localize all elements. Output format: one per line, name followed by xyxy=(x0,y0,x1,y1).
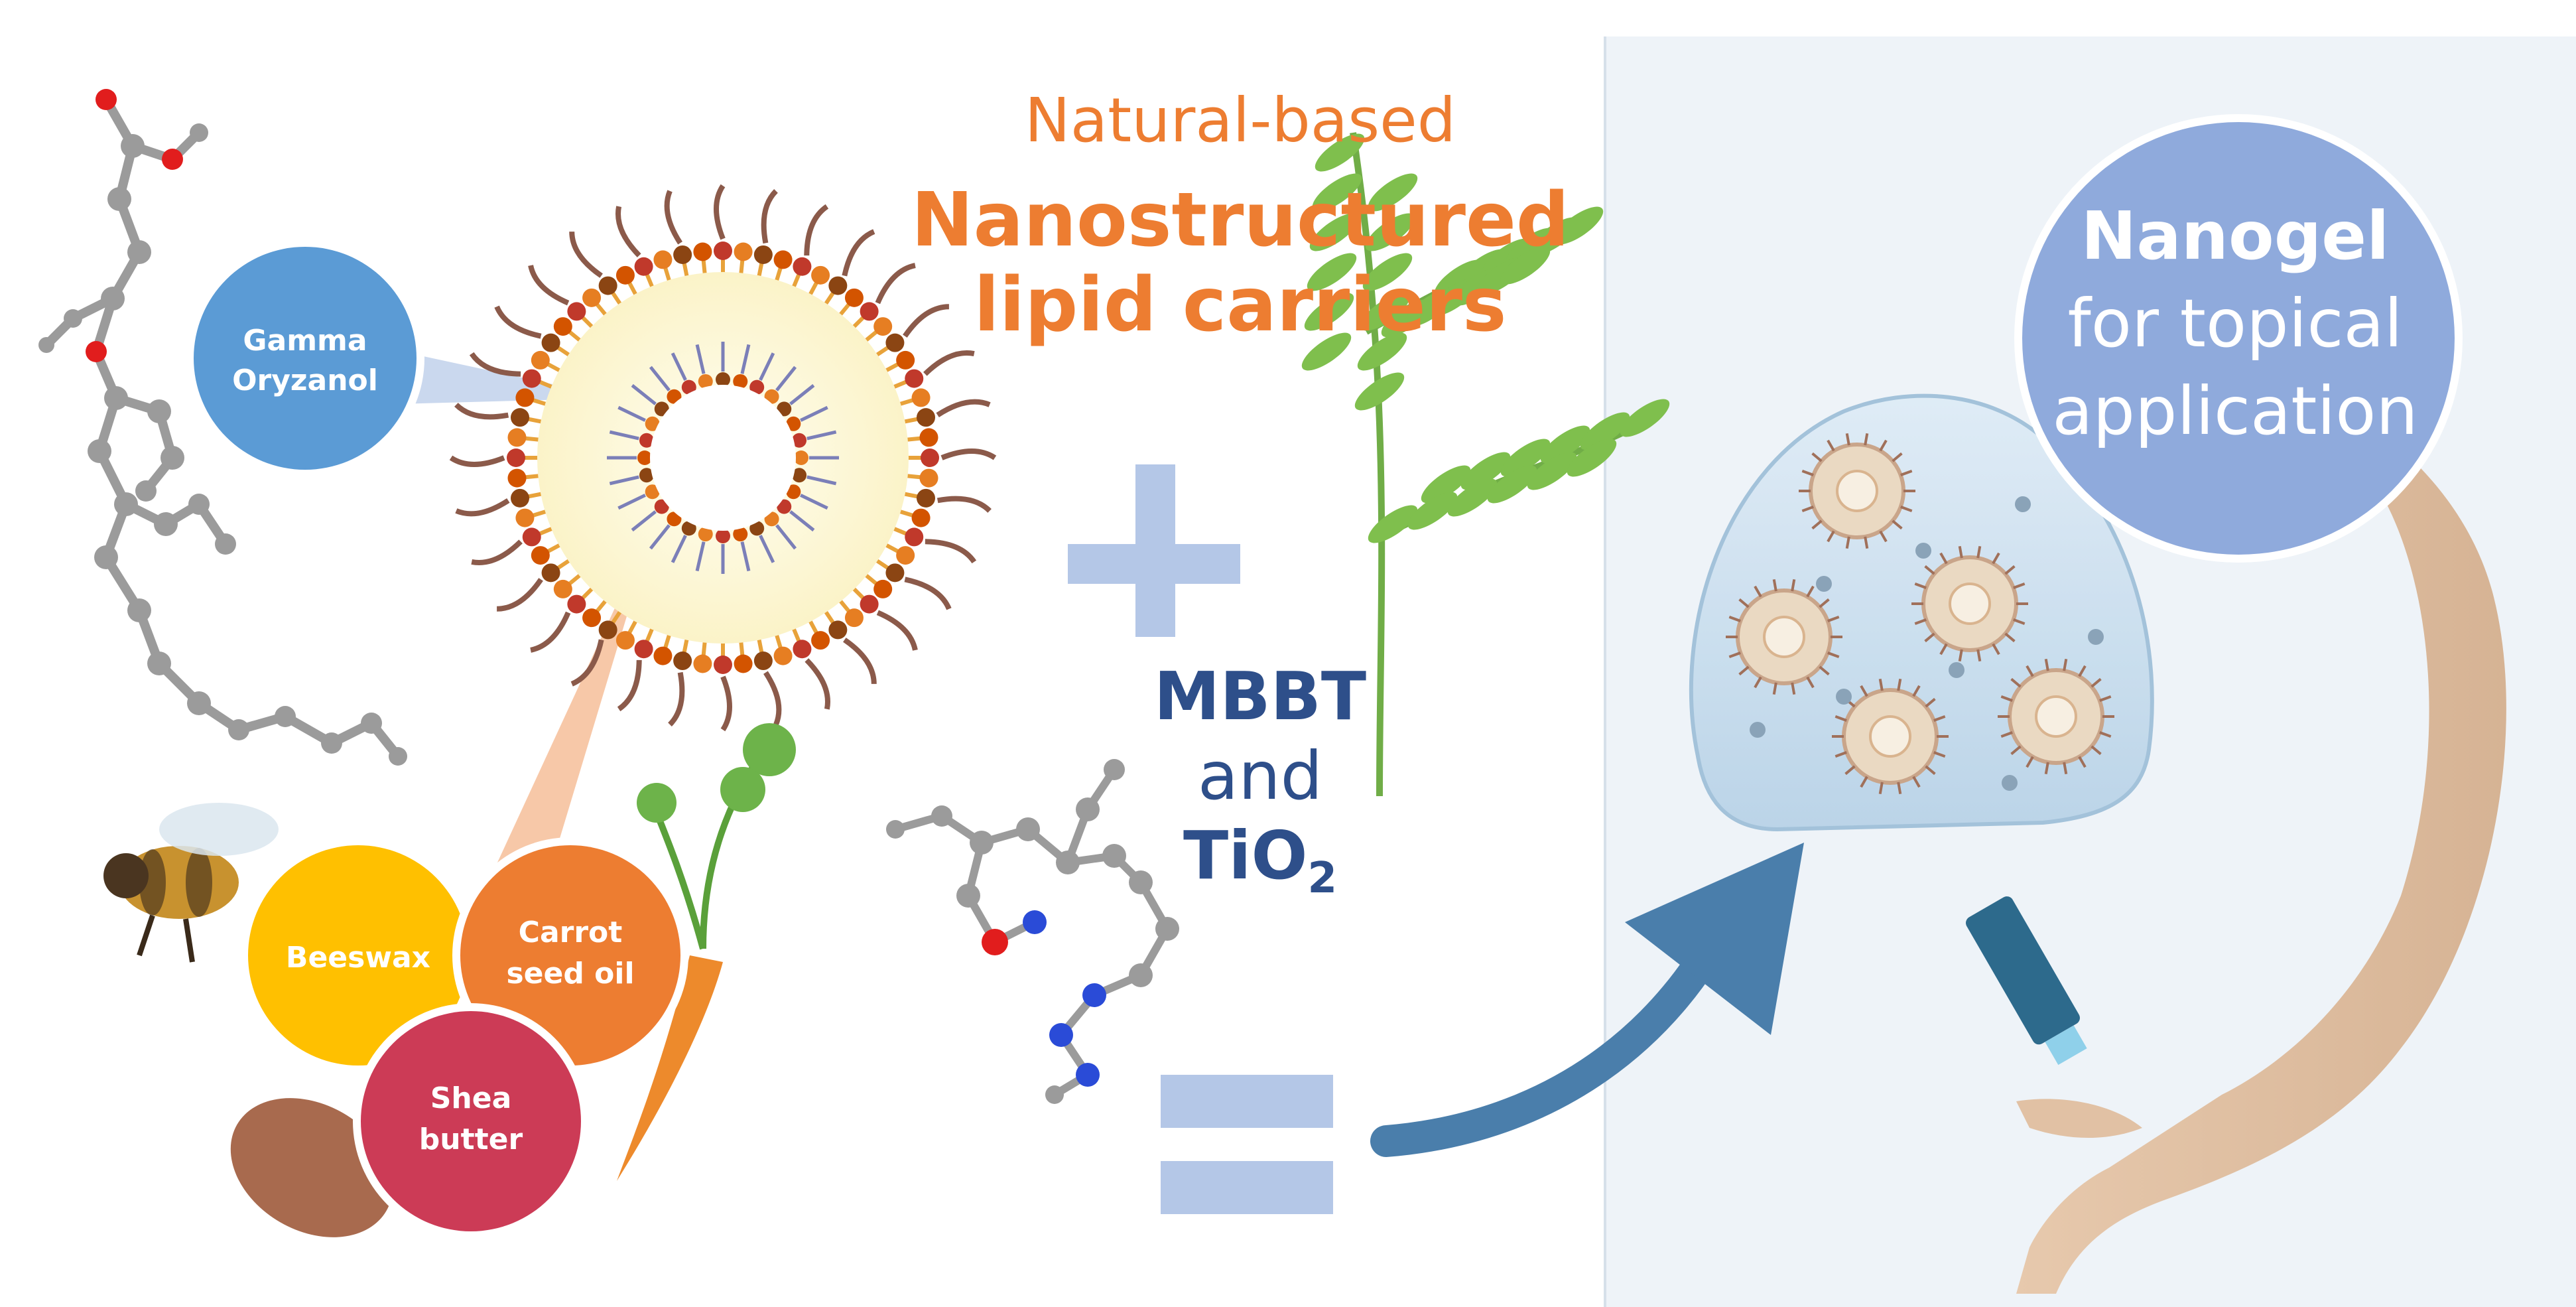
carrot-icon xyxy=(617,723,796,1181)
shea-nut-icon xyxy=(230,1098,393,1237)
beeswax-label: Beeswax xyxy=(286,941,430,975)
equals-operator-top xyxy=(1161,1075,1333,1128)
plant-icon xyxy=(1301,132,1670,797)
tio2-subscript: 2 xyxy=(1307,854,1338,903)
tio2-label: TiO2 xyxy=(1121,816,1399,918)
plus-operator-v xyxy=(1135,464,1175,637)
carrot-seed-oil-label-1: Carrot xyxy=(519,916,623,949)
equals-operator-bottom xyxy=(1161,1161,1333,1214)
carrot-seed-oil-label-2: seed oil xyxy=(506,957,634,991)
tio2-base: TiO xyxy=(1183,817,1308,894)
gamma-oryzanol-badge xyxy=(194,247,417,470)
arm-icon xyxy=(2016,438,2506,1294)
nanogel-circle xyxy=(2022,122,2455,555)
mbbt-molecule-icon xyxy=(886,759,1179,1104)
shea-butter-circle xyxy=(361,1011,581,1231)
nanogel-line-3: application xyxy=(2052,372,2418,450)
nanogel-title: Nanogel xyxy=(2081,197,2390,275)
mbbt-label: MBBT xyxy=(1153,657,1367,735)
carrot-seed-oil-circle xyxy=(460,845,680,1066)
arrow-head-icon xyxy=(1625,843,1804,1035)
bee-icon xyxy=(103,803,279,963)
shea-butter-label-1: Shea xyxy=(430,1081,512,1115)
gamma-oryzanol-label-2: Oryzanol xyxy=(232,364,378,397)
actives-label: MBBT and TiO2 xyxy=(1121,657,1399,918)
title-line-1: Nanostructured xyxy=(911,177,1570,263)
cream-tube-icon xyxy=(1966,896,2087,1066)
subtitle-natural-based: Natural-based xyxy=(1024,85,1456,156)
gel-nanoparticles xyxy=(1726,433,2114,795)
nanogel-label: Nanogel for topical application xyxy=(1976,192,2494,455)
aqueous-core xyxy=(650,385,796,531)
gamma-oryzanol-molecule-icon xyxy=(38,89,407,766)
shea-butter-label-2: butter xyxy=(419,1123,523,1156)
title-line-2: lipid carriers xyxy=(974,262,1507,348)
and-label: and xyxy=(1197,737,1323,815)
page-title: Nanostructured lipid carriers xyxy=(856,178,1625,348)
nanoparticle-icon xyxy=(371,184,997,869)
inner-lipid-layer xyxy=(607,342,839,574)
gamma-oryzanol-label-1: Gamma xyxy=(243,324,367,358)
nanogel-line-2: for topical xyxy=(2067,285,2403,362)
beeswax-circle xyxy=(248,845,468,1066)
